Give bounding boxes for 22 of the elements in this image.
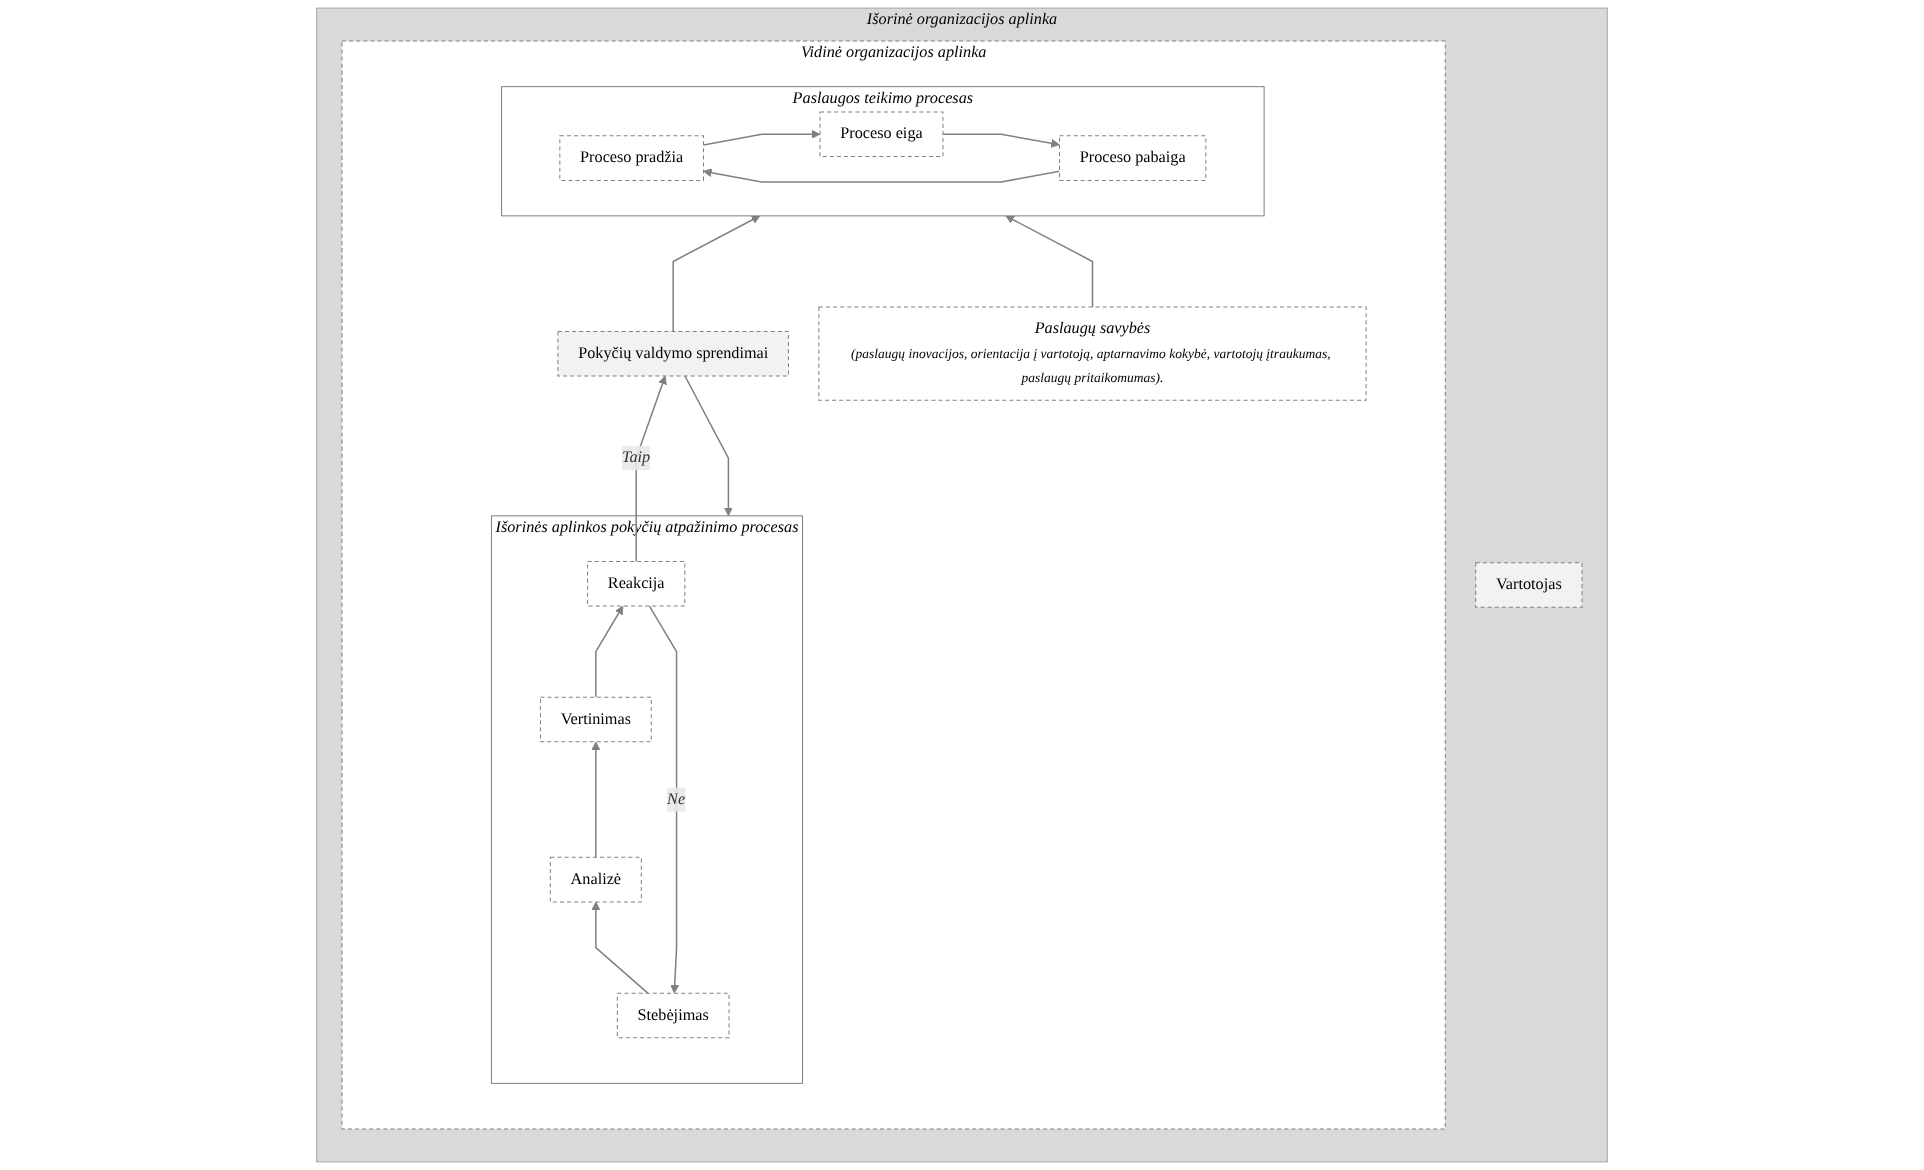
arrow [635, 375, 667, 563]
arrow [595, 605, 624, 698]
arrow [684, 375, 733, 517]
edge-label: Ne [667, 790, 686, 808]
node-box: Vertinimas [539, 696, 652, 743]
edge-label: Taip [621, 448, 651, 467]
arrow [942, 133, 1060, 148]
arrow [702, 129, 821, 146]
arrow [591, 901, 649, 994]
arrow [591, 741, 601, 859]
arrow [1005, 215, 1094, 308]
node-box: Reakcija [587, 560, 686, 607]
arrow [703, 168, 1061, 183]
node-box: Analizė [549, 856, 642, 903]
node-box: Proceso eiga [819, 111, 944, 158]
node-box: Pokyčių valdymo sprendimai [557, 330, 789, 377]
node-box: Stebėjimas [616, 992, 730, 1039]
arrow [648, 605, 680, 994]
node-box: Vartotojas [1475, 562, 1583, 608]
arrow [672, 215, 761, 333]
node-box: Proceso pabaiga [1059, 135, 1207, 181]
node-box: Proceso pradžia [559, 135, 704, 181]
